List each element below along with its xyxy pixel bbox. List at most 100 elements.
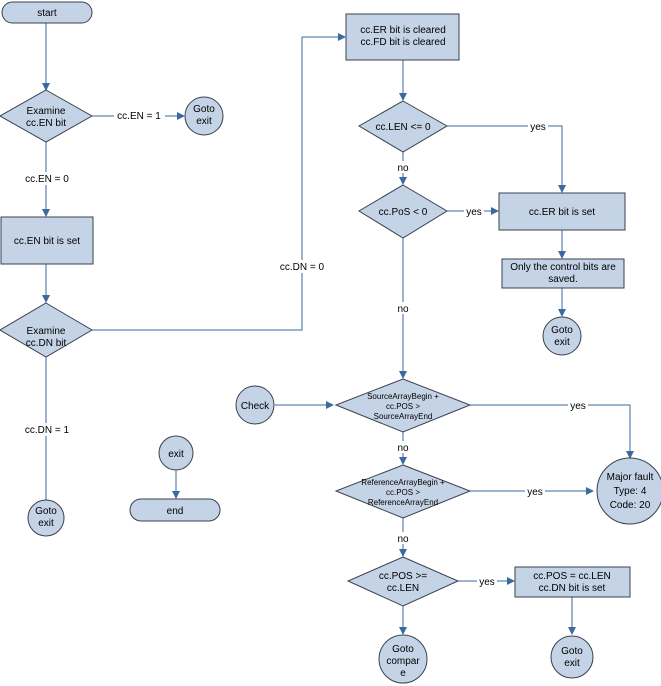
reference-yes-label: yes bbox=[527, 487, 543, 498]
pos-len-yes-label-bg bbox=[477, 575, 497, 587]
pos-set-node: cc.POS = cc.LEN cc.DN bit is set bbox=[514, 566, 631, 598]
en-set-process bbox=[0, 216, 94, 265]
goto-exit-4-node: Goto exit bbox=[550, 635, 594, 679]
control-saved-node: Only the control bits are saved. bbox=[501, 258, 625, 289]
goto-exit-4-label-2: exit bbox=[564, 658, 580, 669]
pos-set-process bbox=[514, 566, 631, 598]
dn1-label-bg bbox=[22, 423, 72, 436]
control-saved-process bbox=[501, 258, 625, 289]
clear-bits-label-2: cc.FD bit is cleared bbox=[360, 37, 445, 48]
reference-check-label-2: cc.POS > bbox=[386, 488, 420, 497]
pos-len-check-node: cc.POS >= cc.LEN bbox=[346, 556, 460, 607]
pos-len-yes-label: yes bbox=[479, 577, 495, 588]
pos-check-node: cc.PoS < 0 bbox=[358, 184, 448, 239]
len-no-label: no bbox=[397, 163, 409, 174]
goto-exit-1-connector bbox=[184, 96, 224, 136]
pos-yes-label: yes bbox=[466, 207, 482, 218]
check-node: Check bbox=[235, 385, 275, 425]
exit-node: exit bbox=[158, 435, 194, 471]
examine-en-decision bbox=[0, 89, 94, 143]
en-set-label: cc.EN bit is set bbox=[14, 236, 80, 247]
examine-dn-label-1: Examine bbox=[27, 326, 66, 337]
goto-exit-2-connector bbox=[27, 499, 65, 537]
pos-set-label-2: cc.DN bit is set bbox=[539, 583, 606, 594]
reference-no-label-bg bbox=[395, 532, 411, 544]
reference-check-decision bbox=[334, 464, 472, 519]
en-set-node: cc.EN bit is set bbox=[0, 216, 94, 265]
start-terminator bbox=[1, 1, 93, 24]
source-check-node: SourceArrayBegin + cc.POS > SourceArrayE… bbox=[334, 378, 472, 433]
source-yes-label: yes bbox=[570, 401, 586, 412]
examine-dn-label-2: cc.DN bit bbox=[26, 338, 67, 349]
end-terminator bbox=[129, 498, 221, 522]
goto-exit-3-node: Goto exit bbox=[542, 316, 582, 356]
pos-yes-label-bg bbox=[464, 205, 484, 217]
source-yes-label-bg bbox=[568, 399, 588, 411]
examine-en-label-1: Examine bbox=[27, 106, 66, 117]
goto-compare-connector bbox=[378, 634, 428, 684]
goto-compare-label-2: compar bbox=[386, 656, 420, 667]
edge-labels: cc.EN = 1 cc.EN = 0 cc.DN = 1 cc.DN = 0 … bbox=[22, 109, 588, 588]
major-fault-label-2: Type: 4 bbox=[614, 486, 647, 497]
examine-en-label-2: cc.EN bit bbox=[26, 118, 66, 129]
goto-exit-1-label-2: exit bbox=[196, 116, 212, 127]
start-label: start bbox=[37, 8, 57, 19]
start-node: start bbox=[1, 1, 93, 24]
clear-bits-label-1: cc.ER bit is cleared bbox=[360, 25, 446, 36]
examine-en-node: Examine cc.EN bit bbox=[0, 89, 94, 143]
reference-no-label: no bbox=[397, 534, 409, 545]
en0-label-bg bbox=[22, 172, 72, 185]
examine-dn-node: Examine cc.DN bit bbox=[0, 302, 93, 358]
goto-exit-4-label-1: Goto bbox=[561, 646, 583, 657]
goto-exit-1-label-1: Goto bbox=[193, 104, 215, 115]
goto-exit-2-label-2: exit bbox=[38, 518, 54, 529]
major-fault-label-1: Major fault bbox=[607, 472, 654, 483]
goto-exit-2-label-1: Goto bbox=[35, 506, 57, 517]
dn1-label: cc.DN = 1 bbox=[25, 425, 70, 436]
en1-label: cc.EN = 1 bbox=[117, 111, 161, 122]
len-check-decision bbox=[358, 100, 448, 153]
er-set-label: cc.ER bit is set bbox=[529, 207, 595, 218]
reference-check-label-3: ReferenceArrayEnd bbox=[368, 498, 438, 507]
len-no-label-bg bbox=[395, 161, 411, 173]
pos-len-check-decision bbox=[346, 556, 460, 607]
dn0-label: cc.DN = 0 bbox=[280, 262, 325, 273]
goto-exit-3-label-1: Goto bbox=[551, 325, 573, 336]
pos-check-label: cc.PoS < 0 bbox=[379, 207, 428, 218]
pos-no-label-bg bbox=[395, 302, 411, 314]
source-check-label-3: SourceArrayEnd bbox=[374, 412, 433, 421]
source-check-label-2: cc.POS > bbox=[386, 402, 420, 411]
len-yes-label-bg bbox=[528, 120, 548, 132]
goto-exit-3-label-2: exit bbox=[554, 337, 570, 348]
er-set-process bbox=[498, 192, 626, 231]
edge-len-yes bbox=[447, 125, 566, 193]
end-label: end bbox=[167, 506, 184, 517]
pos-len-check-label-1: cc.POS >= bbox=[379, 571, 428, 582]
examine-dn-decision bbox=[0, 302, 93, 358]
pos-check-decision bbox=[358, 184, 448, 239]
exit-label: exit bbox=[168, 449, 184, 460]
er-set-node: cc.ER bit is set bbox=[498, 192, 626, 231]
reference-yes-label-bg bbox=[525, 485, 545, 497]
len-yes-label: yes bbox=[530, 122, 546, 133]
control-saved-label-1: Only the control bits are bbox=[510, 262, 616, 273]
pos-set-label-1: cc.POS = cc.LEN bbox=[533, 571, 611, 582]
goto-compare-label-3: e bbox=[400, 668, 406, 679]
goto-exit-4-connector bbox=[550, 635, 594, 679]
goto-exit-2-node: Goto exit bbox=[27, 499, 65, 537]
pos-len-check-label-2: cc.LEN bbox=[387, 583, 419, 594]
edge-dn0-to-clear-bits bbox=[92, 33, 346, 331]
major-fault-label-3: Code: 20 bbox=[610, 500, 651, 511]
major-fault-connector bbox=[596, 457, 661, 525]
goto-compare-label-1: Goto bbox=[392, 644, 414, 655]
source-check-decision bbox=[334, 378, 472, 433]
check-connector bbox=[235, 385, 275, 425]
control-saved-label-2: saved. bbox=[548, 274, 577, 285]
en1-label-bg bbox=[114, 109, 165, 122]
len-check-node: cc.LEN <= 0 bbox=[358, 100, 448, 153]
goto-exit-3-connector bbox=[542, 316, 582, 356]
end-node: end bbox=[129, 498, 221, 522]
en0-label: cc.EN = 0 bbox=[25, 174, 69, 185]
edge-source-yes bbox=[470, 404, 634, 459]
